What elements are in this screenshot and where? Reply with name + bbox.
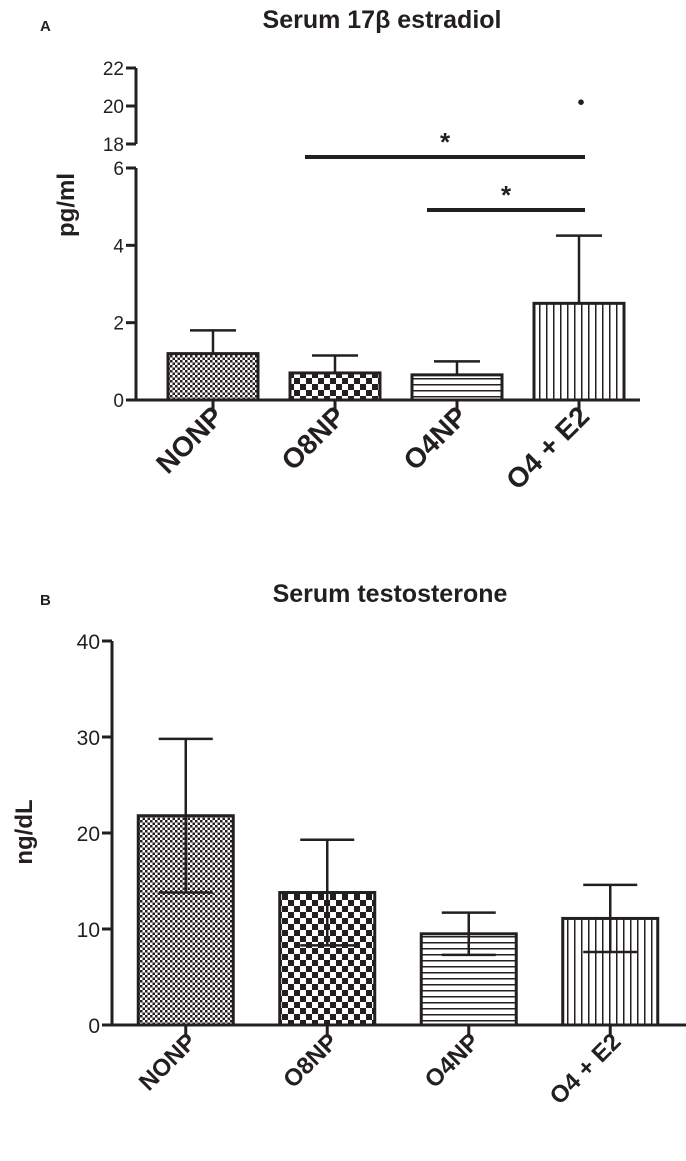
panel-a-title: Serum 17β estradiol [263, 6, 502, 34]
y-tick-label: 0 [88, 1015, 100, 1038]
panel-b-x-tick-labels: NONP O8NP O4NP O4 + E2 [134, 1028, 627, 1110]
panel-b-bars [136, 737, 660, 1027]
y-tick-label: 20 [77, 823, 100, 846]
y-tick-label: 18 [103, 135, 124, 156]
panel-a-ylabel: pg/ml [53, 173, 80, 237]
y-tick-label: 30 [77, 727, 100, 750]
y-tick-label: 2 [113, 314, 124, 335]
panel-b-ylabel: ng/dL [11, 799, 38, 864]
x-tick-label-o8np: O8NP [278, 1028, 343, 1093]
significance-star: * [440, 127, 451, 157]
y-tick-label: 0 [113, 391, 124, 412]
bar-o4np [410, 373, 504, 402]
x-tick-label-o4-e2: O4 + E2 [500, 400, 595, 495]
panel-a-x-tick-labels: NONP O8NP O4NP O4 + E2 [150, 400, 595, 495]
panel-b-title: Serum testosterone [273, 580, 508, 608]
x-tick-label-o8np: O8NP [275, 400, 351, 476]
panel-b-letter: B [40, 592, 51, 609]
bar-o8np [288, 371, 382, 402]
significance-star: * [501, 180, 512, 210]
panel-a-significance: ** [305, 127, 585, 212]
x-tick-label-nonp: NONP [134, 1028, 202, 1096]
x-tick-label-o4np: O4NP [420, 1028, 485, 1093]
x-tick-label-nonp: NONP [150, 400, 229, 479]
bar-o4-e2 [532, 301, 626, 402]
y-tick-label: 10 [77, 919, 100, 942]
x-tick-label-o4-e2: O4 + E2 [545, 1028, 627, 1110]
panel-a-letter: A [40, 18, 51, 35]
y-tick-label: 40 [77, 631, 100, 654]
y-tick-label: 6 [113, 159, 124, 180]
outlier-point [578, 99, 584, 105]
bar-nonp [166, 352, 260, 402]
x-tick-label-o4np: O4NP [397, 400, 473, 476]
y-tick-label: 4 [113, 236, 124, 257]
y-tick-label: 20 [103, 97, 124, 118]
panel-a-bars [166, 99, 626, 402]
y-tick-label: 22 [103, 59, 124, 80]
